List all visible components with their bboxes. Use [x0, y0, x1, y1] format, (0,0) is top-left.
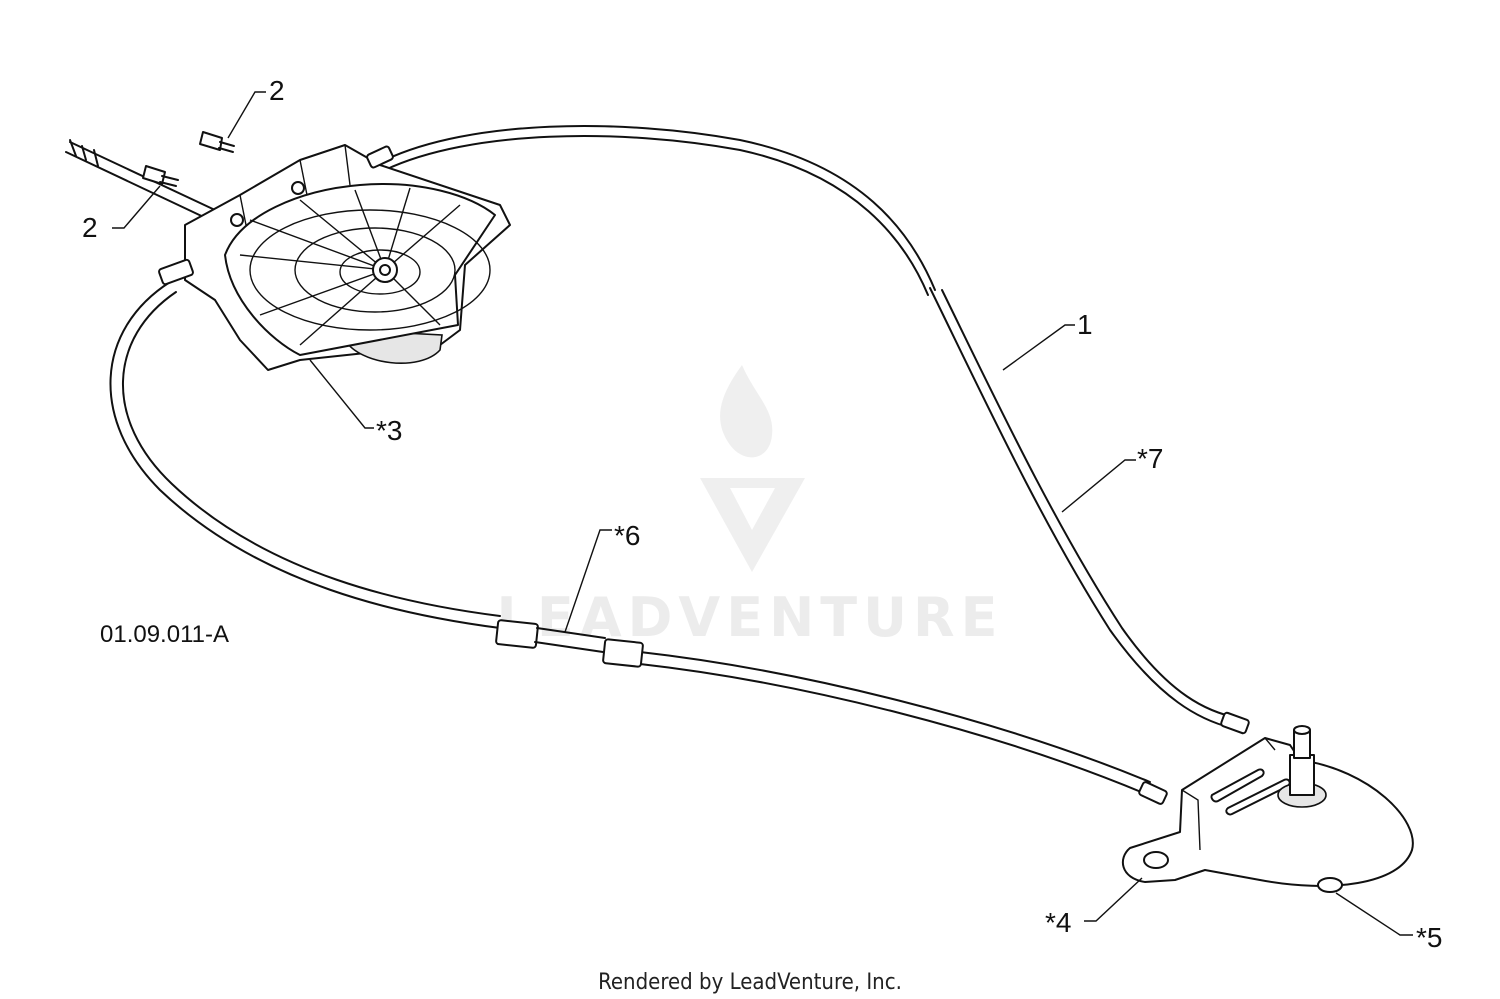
callout-2-left: 2	[82, 212, 98, 243]
callout-3: *3	[376, 415, 402, 446]
dial-spokes	[239, 187, 491, 346]
cable-lower	[109, 281, 1151, 795]
cable-ferrule-left	[495, 619, 539, 649]
callout-5: *5	[1416, 922, 1442, 953]
cable-upper	[384, 125, 1239, 729]
leader-lines	[112, 91, 1413, 936]
lower-bracket-assembly	[1121, 711, 1414, 893]
callout-4: *4	[1045, 907, 1071, 938]
callout-2-top: 2	[269, 75, 285, 106]
cable-ferrule-right	[602, 638, 644, 668]
watermark-text: LEADVENTURE	[497, 586, 1004, 649]
credit-text: Rendered by LeadVenture, Inc.	[598, 970, 902, 995]
drawing-code: 01.09.011-A	[100, 621, 229, 648]
callout-6: *6	[614, 520, 640, 551]
callout-7: *7	[1137, 443, 1163, 474]
callout-1: 1	[1077, 309, 1093, 340]
control-housing-assembly	[65, 131, 511, 371]
watermark-logo	[700, 365, 805, 572]
